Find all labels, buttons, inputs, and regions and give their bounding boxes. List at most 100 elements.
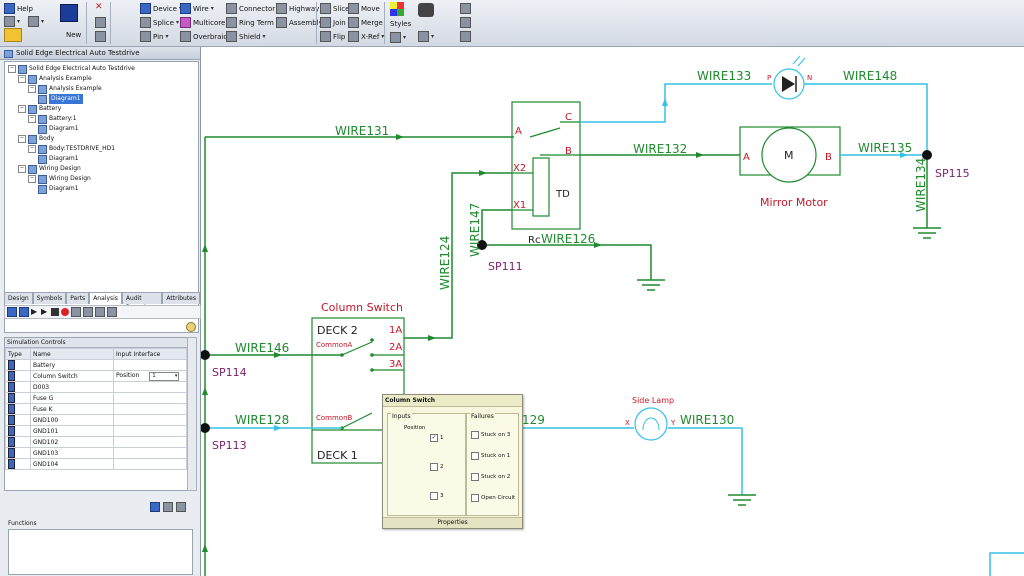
tab-audit-report[interactable]: Audit Report (121, 292, 163, 311)
checkbox-box[interactable] (471, 473, 479, 481)
grid-settings-icon[interactable] (163, 502, 173, 512)
tab-analysis[interactable]: Analysis (89, 292, 122, 304)
stop-icon[interactable] (51, 308, 59, 316)
new-button[interactable] (60, 4, 78, 22)
splice-button[interactable]: Splice▾ (140, 17, 179, 28)
table-row[interactable]: Fuse K (5, 403, 187, 415)
collapse-icon[interactable]: − (8, 65, 16, 73)
wire-124[interactable] (404, 172, 512, 339)
position-checkbox[interactable]: 2 (430, 463, 444, 471)
undo-button[interactable]: ▾ (4, 16, 20, 27)
grid-button[interactable] (460, 31, 471, 42)
view-icon[interactable] (107, 307, 117, 317)
relay-box[interactable] (511, 101, 581, 230)
open-button[interactable] (4, 28, 22, 42)
shield-button[interactable]: Shield▾ (226, 31, 266, 42)
collapse-icon[interactable]: − (18, 135, 26, 143)
styles-button[interactable] (390, 2, 404, 16)
device-button[interactable]: Device▾ (140, 3, 182, 14)
collapse-icon[interactable]: − (28, 115, 36, 123)
report-icon[interactable] (83, 307, 93, 317)
schematic-canvas[interactable]: WIRE131 WIRE132 WIRE133 WIRE148 WIRE135 … (201, 47, 1024, 576)
checkbox-box[interactable] (471, 431, 479, 439)
column-switch-box[interactable] (311, 317, 405, 464)
tab-symbols[interactable]: Symbols (32, 292, 67, 304)
collapse-icon[interactable]: − (18, 165, 26, 173)
zoom-fit-button[interactable] (460, 3, 471, 14)
splice-sp115[interactable] (922, 150, 932, 160)
checkbox-box[interactable] (471, 494, 479, 502)
tree-node[interactable]: −Body (18, 134, 54, 144)
tree-node[interactable]: −Solid Edge Electrical Auto Testdrive (8, 64, 135, 74)
collapse-icon[interactable]: − (18, 75, 26, 83)
tree-node[interactable]: −Analysis Example (18, 74, 92, 84)
tree-node[interactable]: Diagram1 (38, 94, 83, 104)
collapse-icon[interactable]: − (28, 175, 36, 183)
failure-checkbox[interactable]: Stuck on 2 (471, 473, 510, 481)
tree-node[interactable]: Diagram1 (38, 154, 79, 164)
style-pen-button[interactable]: ▾ (390, 32, 406, 43)
ring-term-button[interactable]: Ring Term▾ (226, 17, 279, 28)
properties-tab[interactable]: Properties (383, 517, 522, 528)
join-button[interactable]: Join (320, 17, 346, 28)
table-row[interactable]: Fuse G (5, 392, 187, 404)
table-row[interactable]: GND104 (5, 458, 187, 470)
position-checkbox[interactable]: ✓1 (430, 434, 444, 442)
cut-button[interactable] (95, 17, 106, 28)
redo-button[interactable]: ▾ (28, 16, 44, 27)
record-icon[interactable] (61, 308, 69, 316)
checkbox-box[interactable] (430, 463, 438, 471)
wire-133[interactable] (580, 83, 772, 123)
xref-button[interactable]: X-Ref▾ (348, 31, 384, 42)
pin-button[interactable]: Pin▾ (140, 31, 168, 42)
grid-action-icon[interactable] (150, 502, 160, 512)
table-row[interactable]: GND101 (5, 425, 187, 437)
tree-node[interactable]: Diagram1 (38, 124, 79, 134)
table-row[interactable]: Battery (5, 359, 187, 371)
tab-attributes[interactable]: Attributes (162, 292, 200, 304)
failure-checkbox[interactable]: Stuck on 1 (471, 452, 510, 460)
find-button[interactable] (418, 3, 434, 17)
wire-148[interactable] (804, 83, 928, 155)
merge-button[interactable]: Merge (348, 17, 383, 28)
tree-node[interactable]: −Wiring Design (18, 164, 81, 174)
position-select[interactable]: 1▾ (149, 371, 180, 381)
reset-icon[interactable] (95, 307, 105, 317)
pan-button[interactable] (460, 17, 471, 28)
tab-parts[interactable]: Parts (66, 292, 90, 304)
flip-button[interactable]: Flip (320, 31, 345, 42)
table-row[interactable]: D003 (5, 381, 187, 393)
overbraid-button[interactable]: Overbraid (180, 31, 228, 42)
chevron-down-icon[interactable]: ▾ (174, 372, 178, 379)
tab-design[interactable]: Design (4, 292, 33, 304)
paste-button[interactable] (95, 31, 106, 42)
splice-sp114[interactable] (201, 350, 210, 360)
collapse-icon[interactable]: − (28, 145, 36, 153)
checkbox-box[interactable] (430, 492, 438, 500)
simulate-icon[interactable] (7, 307, 17, 317)
collapse-icon[interactable]: − (18, 105, 26, 113)
collapse-icon[interactable]: − (28, 85, 36, 93)
monitor-icon[interactable] (71, 307, 81, 317)
tree-node[interactable]: −Wiring Design (28, 174, 91, 184)
play-icon[interactable]: ▶ (31, 307, 38, 316)
highway-button[interactable]: Highway▾ (276, 3, 324, 14)
move-button[interactable]: Move (348, 3, 380, 14)
grid-export-icon[interactable] (176, 502, 186, 512)
failure-checkbox[interactable]: Stuck on 3 (471, 431, 510, 439)
functions-box[interactable] (8, 529, 193, 575)
offscreen-wire[interactable] (989, 552, 1024, 576)
tree-node[interactable]: −Analysis Example (28, 84, 102, 94)
table-row[interactable]: GND102 (5, 436, 187, 448)
side-lamp-symbol[interactable] (634, 407, 668, 441)
settings-icon[interactable] (19, 307, 29, 317)
checkmark-icon[interactable]: ✓ (430, 434, 438, 442)
table-row[interactable]: GND100 (5, 414, 187, 426)
failure-checkbox[interactable]: Open Circuit (471, 494, 515, 502)
slice-button[interactable]: Slice (320, 3, 350, 14)
checkbox-box[interactable] (471, 452, 479, 460)
tree-node[interactable]: −Battery:1 (28, 114, 77, 124)
